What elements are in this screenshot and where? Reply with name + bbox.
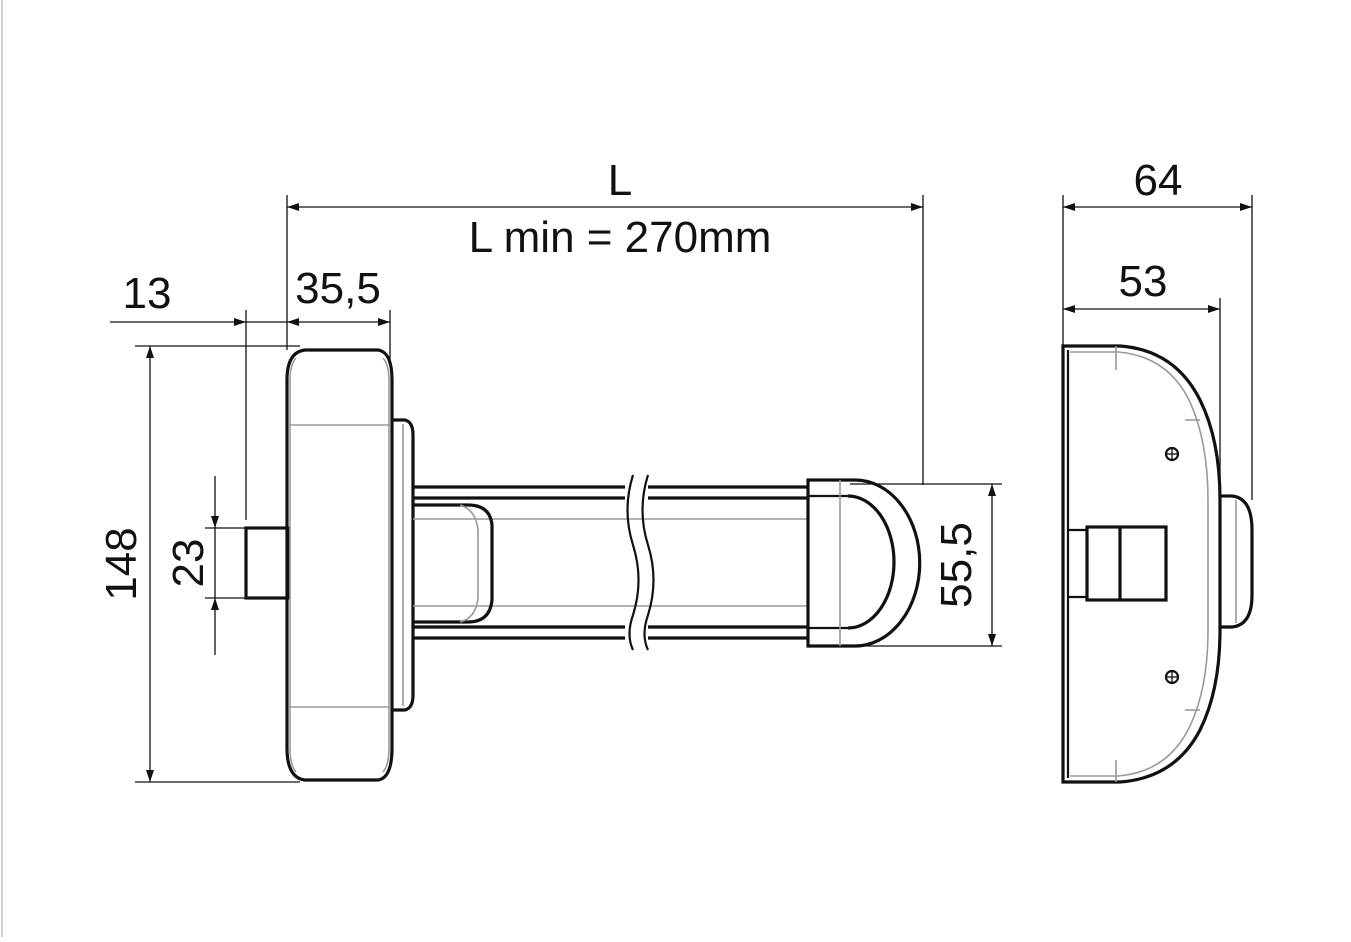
label-L-min: L min = 270mm (469, 213, 772, 262)
handle-collar (392, 418, 415, 712)
spindle-square (244, 526, 290, 600)
label-55-5: 55,5 (932, 522, 981, 608)
handle-end-cap (806, 478, 922, 648)
dimension-64-53: 64 53 (1062, 156, 1253, 500)
screw-icon-bottom (1164, 669, 1180, 685)
label-13: 13 (123, 269, 172, 318)
dimension-23: 23 (164, 476, 260, 655)
label-53: 53 (1119, 257, 1168, 306)
side-view-rose (1061, 344, 1222, 784)
dimension-13-35-5: 13 35,5 (110, 264, 391, 520)
side-view-latch (1068, 525, 1168, 602)
rose-plate (285, 348, 394, 782)
label-64: 64 (1134, 156, 1183, 205)
label-23: 23 (164, 539, 213, 588)
dimension-148: 148 (97, 345, 300, 783)
dimension-L: L L min = 270mm (286, 156, 924, 485)
screw-icon-top (1164, 446, 1180, 462)
label-148: 148 (97, 527, 146, 600)
label-35-5: 35,5 (295, 264, 381, 313)
handle-bar (413, 474, 808, 651)
side-view-knob (1220, 494, 1254, 629)
dimension-55-5: 55,5 (850, 483, 1002, 647)
label-L: L (608, 156, 632, 205)
handle-insert (413, 503, 494, 624)
